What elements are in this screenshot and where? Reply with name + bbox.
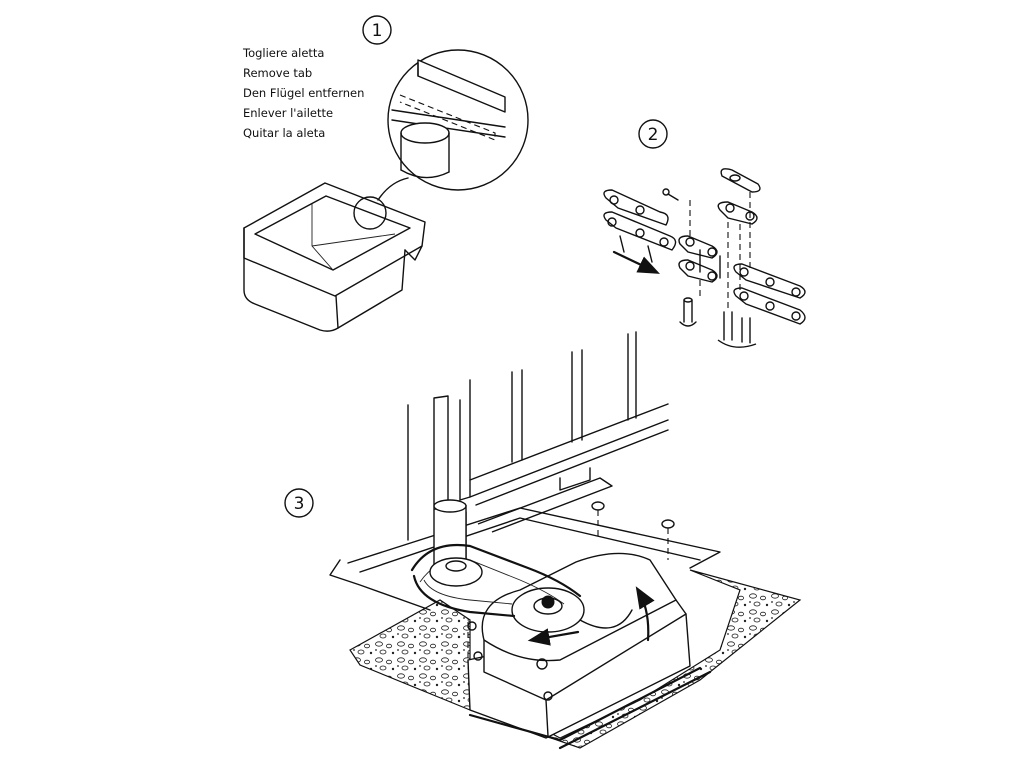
insert-direction-arrow	[612, 250, 660, 274]
ground-pit	[347, 507, 721, 573]
step-number-2-text: 2	[648, 125, 659, 145]
motor-housing	[467, 552, 712, 750]
rotation-arrow-up	[635, 586, 655, 642]
step-number-3: 3	[284, 488, 314, 518]
link-plate-right-top	[717, 201, 758, 225]
tab-detail-magnifier	[377, 49, 529, 201]
instruction-line-it: Togliere aletta	[242, 46, 324, 60]
chain-section-right	[733, 263, 806, 325]
instruction-line-de: Den Flügel entfernen	[243, 86, 364, 100]
instruction-line-es: Quitar la aleta	[243, 126, 325, 140]
post-sprocket	[429, 557, 483, 587]
step-3: 3	[284, 331, 802, 750]
step-number-1: 1	[362, 15, 392, 45]
step-number-3-text: 3	[294, 494, 305, 514]
fixing-nuts	[467, 501, 675, 658]
chain-section-left	[603, 189, 677, 263]
gate-frame	[407, 331, 669, 541]
assembly-guides	[689, 192, 751, 310]
step-1: 1 Togliere aletta Remove tab Den Flügel …	[242, 15, 529, 332]
link-pins	[679, 297, 757, 348]
step-number-1-text: 1	[372, 21, 383, 41]
instruction-line-fr: Enlever l'ailette	[243, 106, 333, 120]
drive-sprocket	[511, 587, 633, 633]
instruction-line-en: Remove tab	[243, 66, 312, 80]
rotation-arrow-left	[527, 628, 580, 646]
instruction-text: Togliere aletta Remove tab Den Flügel en…	[242, 46, 364, 140]
tray-box	[243, 182, 426, 332]
step-2: 2	[603, 119, 806, 348]
gate-post	[433, 499, 467, 575]
chain-link-parts	[603, 168, 806, 348]
link-plate-middle	[678, 235, 721, 283]
spring-clip	[662, 168, 761, 201]
step-number-2: 2	[638, 119, 668, 149]
